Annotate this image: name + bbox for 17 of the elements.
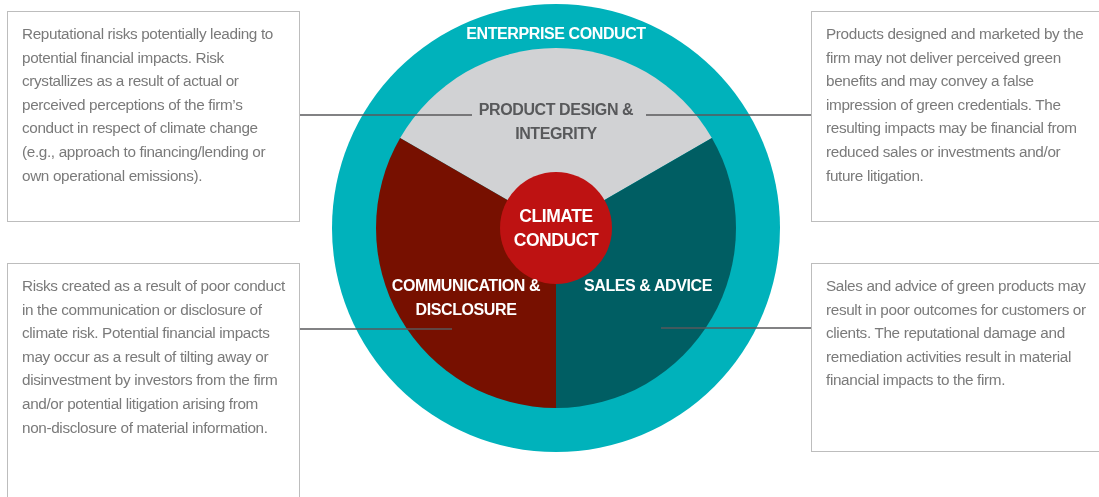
sector-label: COMMUNICATION & DISCLOSURE (390, 276, 542, 320)
leader-line (299, 328, 453, 330)
leader-line (299, 114, 473, 116)
ring-label: ENTERPRISE CONDUCT (465, 24, 647, 44)
callout-box (811, 263, 1099, 452)
description-text: Products designed and marketed by the firm may not deliver perceived green benefits and may convey a false impression of green credentials. The resulting impacts may be financial from reduced sales or investments and/or future litigation. (825, 24, 1085, 186)
callout-box (7, 263, 300, 497)
callout-box (7, 11, 300, 222)
leader-line (645, 114, 812, 116)
sector-label: PRODUCT DESIGN & INTEGRITY (477, 100, 635, 144)
sector-label: SALES & ADVICE (582, 276, 714, 296)
callout-box (811, 11, 1099, 222)
description-text: Risks created as a result of poor conduct in the communication or disclosure of climate risk. Potential financial impacts may occur as a result of tilting away or disinvestment by investors from the firm and/or potential litigation arising from non-disclosure of material information. (21, 276, 286, 438)
description-text: Sales and advice of green products may result in poor outcomes for customers or clients. The reputational damage and remediation activities result in material financial impacts to the firm. (825, 276, 1087, 391)
leader-line (660, 327, 812, 329)
center-label: CLIMATE CONDUCT (512, 205, 600, 252)
description-text: Reputational risks potentially leading to potential financial impacts. Risk crystallizes as a result of actual or perceived perceptions of the firm’s conduct in respect of climate change (e.g., approach to financing/lending or own operational emissions). (21, 24, 274, 186)
